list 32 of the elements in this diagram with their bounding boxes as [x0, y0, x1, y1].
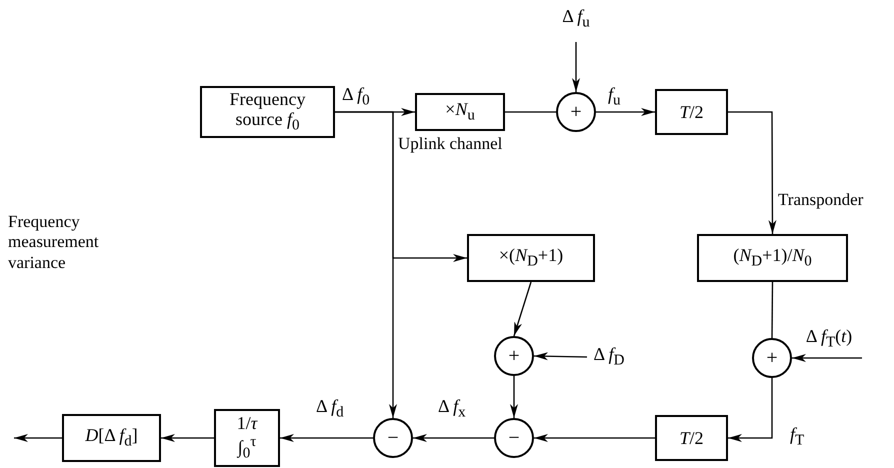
summing-junction: + [752, 338, 792, 378]
arrow [413, 434, 494, 442]
annotation-text: Transponder [778, 190, 864, 210]
arrow [161, 434, 214, 442]
process-box: ×(N$_{D}$+1) [467, 234, 595, 282]
process-box: ×N$_{u}$ [415, 93, 505, 131]
arrow [14, 434, 62, 442]
process-box: (N$_{D}$+1)/N$_{0}$ [697, 234, 848, 282]
arrow [596, 108, 655, 116]
input-label: Δ f$_{D}$ [587, 344, 631, 370]
process-box: Frequency source f$_{0}$ [200, 86, 335, 138]
process-box: D[Δ f$_{d}$] [62, 414, 161, 462]
arrow [572, 42, 580, 92]
arrow [513, 282, 532, 336]
process-box: T/2 [655, 89, 728, 135]
arrow [510, 376, 518, 418]
arrow [280, 434, 373, 442]
annotation-text: Uplink channel [398, 134, 504, 154]
arrow [335, 111, 397, 418]
summing-junction: + [494, 336, 534, 376]
summing-junction: − [494, 418, 534, 458]
summing-junction: − [373, 418, 413, 458]
input-label: Δ f$_{u}$ [556, 6, 596, 42]
arrow [792, 354, 862, 362]
arrow [728, 111, 776, 234]
arrow [534, 434, 655, 442]
annotation-text: Frequency measurement variance [8, 212, 100, 274]
arrow [728, 378, 773, 442]
summing-junction: + [556, 92, 596, 132]
input-label: Δ f$_{T}$(t) [796, 326, 862, 358]
process-box: T/2 [655, 415, 728, 461]
arrow [534, 352, 588, 360]
